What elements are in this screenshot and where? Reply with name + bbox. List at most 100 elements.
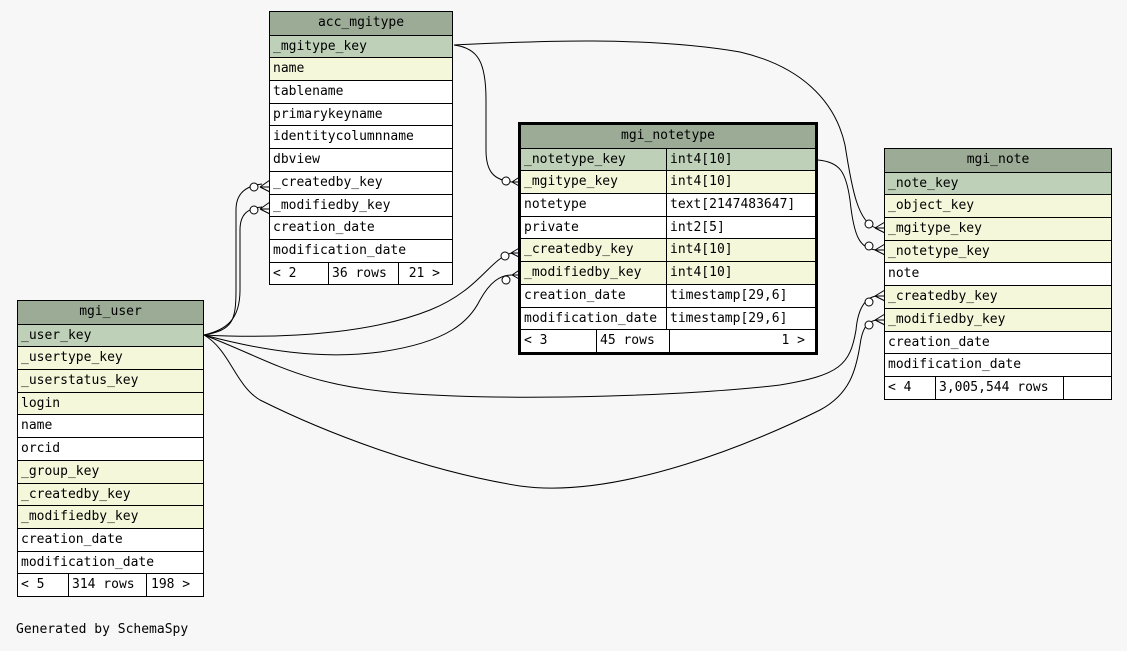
column-row[interactable]: _modifiedby_key [885,307,1111,331]
generated-by-credit: Generated by SchemaSpy [16,622,189,637]
table-footer: < 3 45 rows 1 > [521,329,815,352]
edge-user-notetype-modifiedby [203,274,513,356]
table-footer: < 2 36 rows 21 > [270,261,452,285]
table-title[interactable]: mgi_notetype [521,125,815,148]
parents-count[interactable]: < 2 [273,265,297,281]
table-title[interactable]: acc_mgitype [270,12,452,35]
column-row[interactable]: modification_date [18,550,203,574]
column-name: notetype [524,197,587,213]
column-name: _group_key [21,463,100,479]
column-row[interactable]: notetype text[2147483647] [521,193,815,216]
table-mgi-user[interactable]: mgi_user _user_key _usertype_key _userstat… [17,300,204,597]
column-row[interactable]: _createdby_key [270,170,452,194]
column-row[interactable]: _modifiedby_key [18,505,203,528]
children-count[interactable] [1063,376,1111,399]
column-row[interactable]: modification_date timestamp[29,6] [521,306,815,330]
edge-acc-notetype-mgitype [453,44,513,183]
column-row[interactable]: _modifiedby_key int4[10] [521,261,815,284]
column-name: _createdby_key [21,486,131,502]
edge-user-acc-createdby [203,183,263,336]
column-type: int4[10] [666,262,815,284]
column-row[interactable]: modification_date [270,238,452,262]
edge-acc-note-mgitype [453,40,877,229]
column-name: modification_date [524,310,658,326]
column-type: text[2147483647] [666,194,815,216]
column-row[interactable]: _notetype_key [885,239,1111,263]
column-type: timestamp[29,6] [666,307,815,330]
column-row[interactable]: creation_date [270,216,452,239]
column-name: creation_date [888,334,990,350]
column-type: timestamp[29,6] [666,284,815,307]
column-row[interactable]: tablename [270,80,452,103]
column-row[interactable]: _mgitype_key [270,34,452,58]
edge-user-note-modifiedby [203,319,877,489]
column-name: tablename [273,84,344,100]
column-name: _userstatus_key [21,373,139,389]
column-name: _modifiedby_key [888,311,1006,327]
column-row[interactable]: creation_date [18,527,203,551]
endpoint-acc-modifiedby [249,201,271,215]
column-row[interactable]: name [18,414,203,437]
column-name: private [524,219,579,235]
column-row[interactable]: login [18,391,203,415]
column-row[interactable]: _user_key [18,323,203,347]
column-type: int4[10] [666,148,815,171]
column-name: creation_date [273,220,375,236]
column-row[interactable]: _notetype_key int4[10] [521,147,815,171]
column-row[interactable]: _group_key [18,459,203,483]
column-row[interactable]: private int2[5] [521,215,815,239]
column-name: _createdby_key [888,289,998,305]
column-name: primarykeyname [273,106,383,122]
table-mgi-note[interactable]: mgi_note _note_key _object_key_mgitype_ke… [884,148,1112,400]
column-row[interactable]: creation_date timestamp[29,6] [521,283,815,307]
column-name: orcid [21,441,61,457]
column-row[interactable]: _createdby_key [18,482,203,506]
column-row[interactable]: _note_key [885,171,1111,195]
row-count: 314 rows [68,574,146,596]
column-name: _modifiedby_key [273,197,391,213]
column-row[interactable]: note [885,262,1111,285]
column-name: _note_key [888,175,959,191]
column-name: _mgitype_key [524,174,618,190]
column-row[interactable]: _usertype_key [18,346,203,370]
column-name: modification_date [273,242,407,258]
edge-user-notetype-createdby [203,252,513,337]
column-name: login [21,395,61,411]
column-row[interactable]: creation_date [885,330,1111,354]
column-name: _modifiedby_key [21,509,139,525]
edge-notetype-note-notetype [817,159,877,251]
column-name: _user_key [21,327,92,343]
table-title[interactable]: mgi_user [18,301,203,324]
column-row[interactable]: _mgitype_key [885,217,1111,240]
row-count: 45 rows [596,330,669,352]
column-row[interactable]: orcid [18,437,203,460]
column-type: int2[5] [666,216,815,239]
column-row[interactable]: identitycolumnname [270,125,452,148]
column-row[interactable]: _createdby_key [885,285,1111,308]
column-row[interactable]: primarykeyname [270,102,452,126]
column-name: _modifiedby_key [524,265,642,281]
column-row[interactable]: dbview [270,148,452,171]
parents-count[interactable]: < 4 [888,379,912,395]
column-row[interactable]: name [270,57,452,81]
table-footer: < 4 3,005,544 rows [885,375,1111,399]
column-name: _notetype_key [524,151,626,167]
column-row[interactable]: _userstatus_key [18,369,203,392]
column-type: int4[10] [666,239,815,262]
children-count[interactable]: 198 > [146,574,203,596]
children-count[interactable]: 21 > [398,262,452,285]
column-name: name [21,418,53,434]
parents-count[interactable]: < 3 [524,333,548,349]
column-row[interactable]: _object_key [885,194,1111,218]
column-row[interactable]: _modifiedby_key [270,193,452,217]
parents-count[interactable]: < 5 [21,577,45,593]
column-name: creation_date [524,287,626,303]
table-title[interactable]: mgi_note [885,149,1111,172]
column-row[interactable]: modification_date [885,353,1111,376]
children-count[interactable]: 1 > [669,330,815,352]
endpoint-note-modifiedby [864,313,886,330]
